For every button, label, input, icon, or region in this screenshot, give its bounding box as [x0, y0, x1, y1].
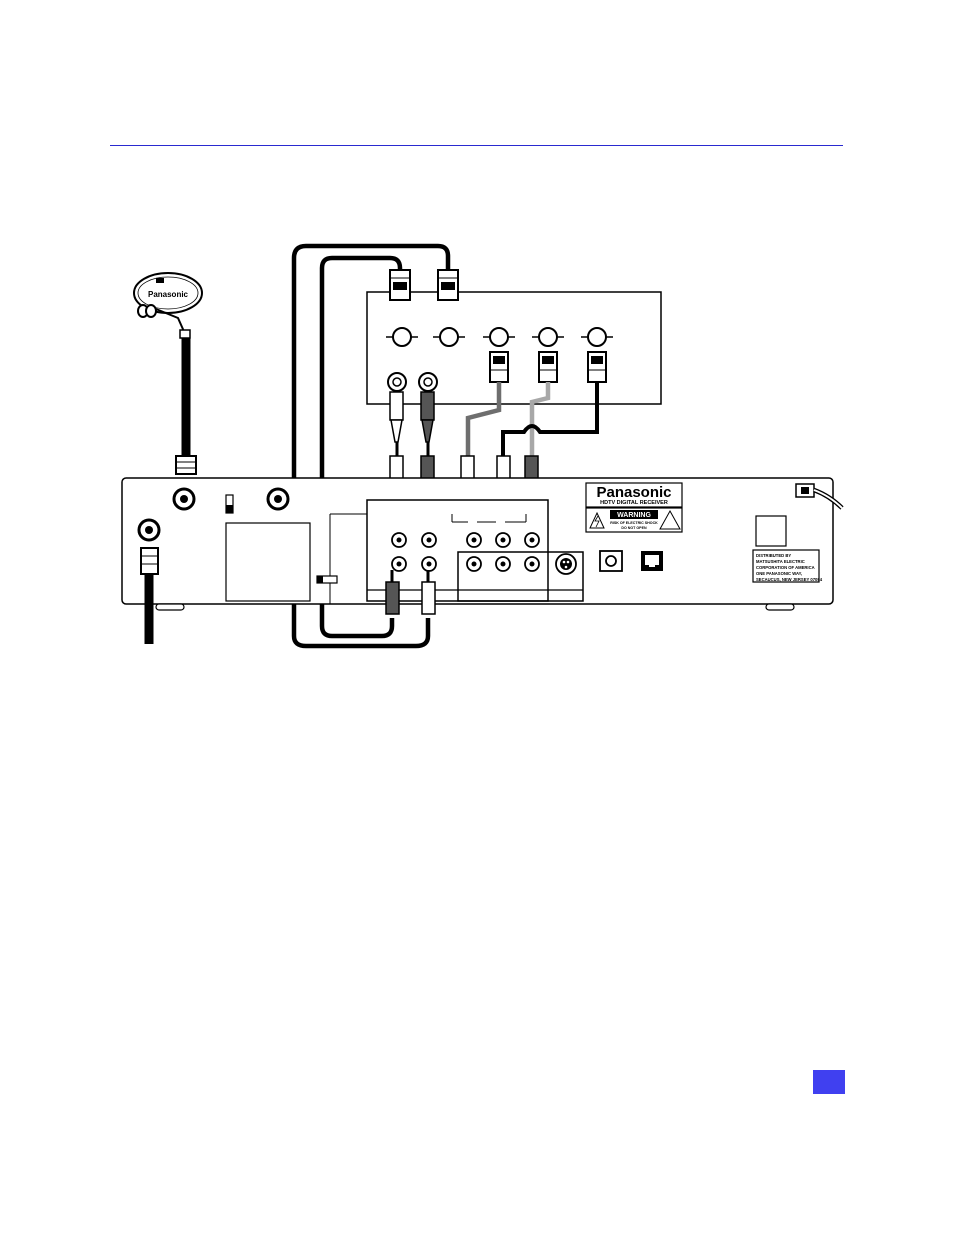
distributor-line: SECAUCUS, NEW JERSEY 07094 — [756, 577, 823, 582]
tv-rear-panel — [366, 291, 662, 405]
digital-audio-phone-ports — [599, 550, 663, 572]
warning-line-1: RISK OF ELECTRIC SHOCK — [610, 521, 658, 525]
distributor-line: DISTRIBUTED BY — [756, 553, 791, 558]
tv-bnc-plugs — [489, 351, 607, 383]
warning-title: WARNING — [617, 512, 651, 519]
brand-label-block: Panasonic HDTV DIGITAL RECEIVER WARNING … — [585, 482, 683, 533]
distributor-label: DISTRIBUTED BY MATSUSHITA ELECTRIC CORPO… — [752, 549, 823, 583]
tv-top-bnc-plugs — [389, 269, 459, 301]
dish-brand-label: Panasonic — [148, 290, 189, 299]
header-rule — [110, 145, 843, 146]
distributor-line: ONE PANASONIC WAY, — [756, 571, 802, 576]
receiver-brand-logo: Panasonic — [596, 484, 671, 501]
warning-line-2: DO NOT OPEN — [621, 526, 647, 530]
antenna-coax-cable — [140, 547, 159, 644]
distributor-line: MATSUSHITA ELECTRIC — [756, 559, 805, 564]
power-cord — [795, 483, 844, 510]
loop-cables — [291, 243, 451, 649]
receiver-model-line: HDTV DIGITAL RECEIVER — [600, 500, 668, 506]
satellite-dish-icon: Panasonic — [133, 272, 203, 339]
distributor-line: CORPORATION OF AMERICA — [756, 565, 815, 570]
satellite-input-jacks — [137, 487, 290, 542]
page-number-badge — [813, 1070, 845, 1094]
hdtv-receiver: Panasonic HDTV DIGITAL RECEIVER WARNING … — [121, 477, 844, 611]
tv-audio-jacks — [387, 372, 438, 392]
receiver-av-jacks — [366, 499, 584, 602]
tv-rca-plugs — [389, 391, 435, 443]
dish-coax-cable — [175, 338, 197, 475]
receiver-audio-out-plugs — [385, 570, 436, 615]
tv-component-jacks — [386, 327, 613, 347]
